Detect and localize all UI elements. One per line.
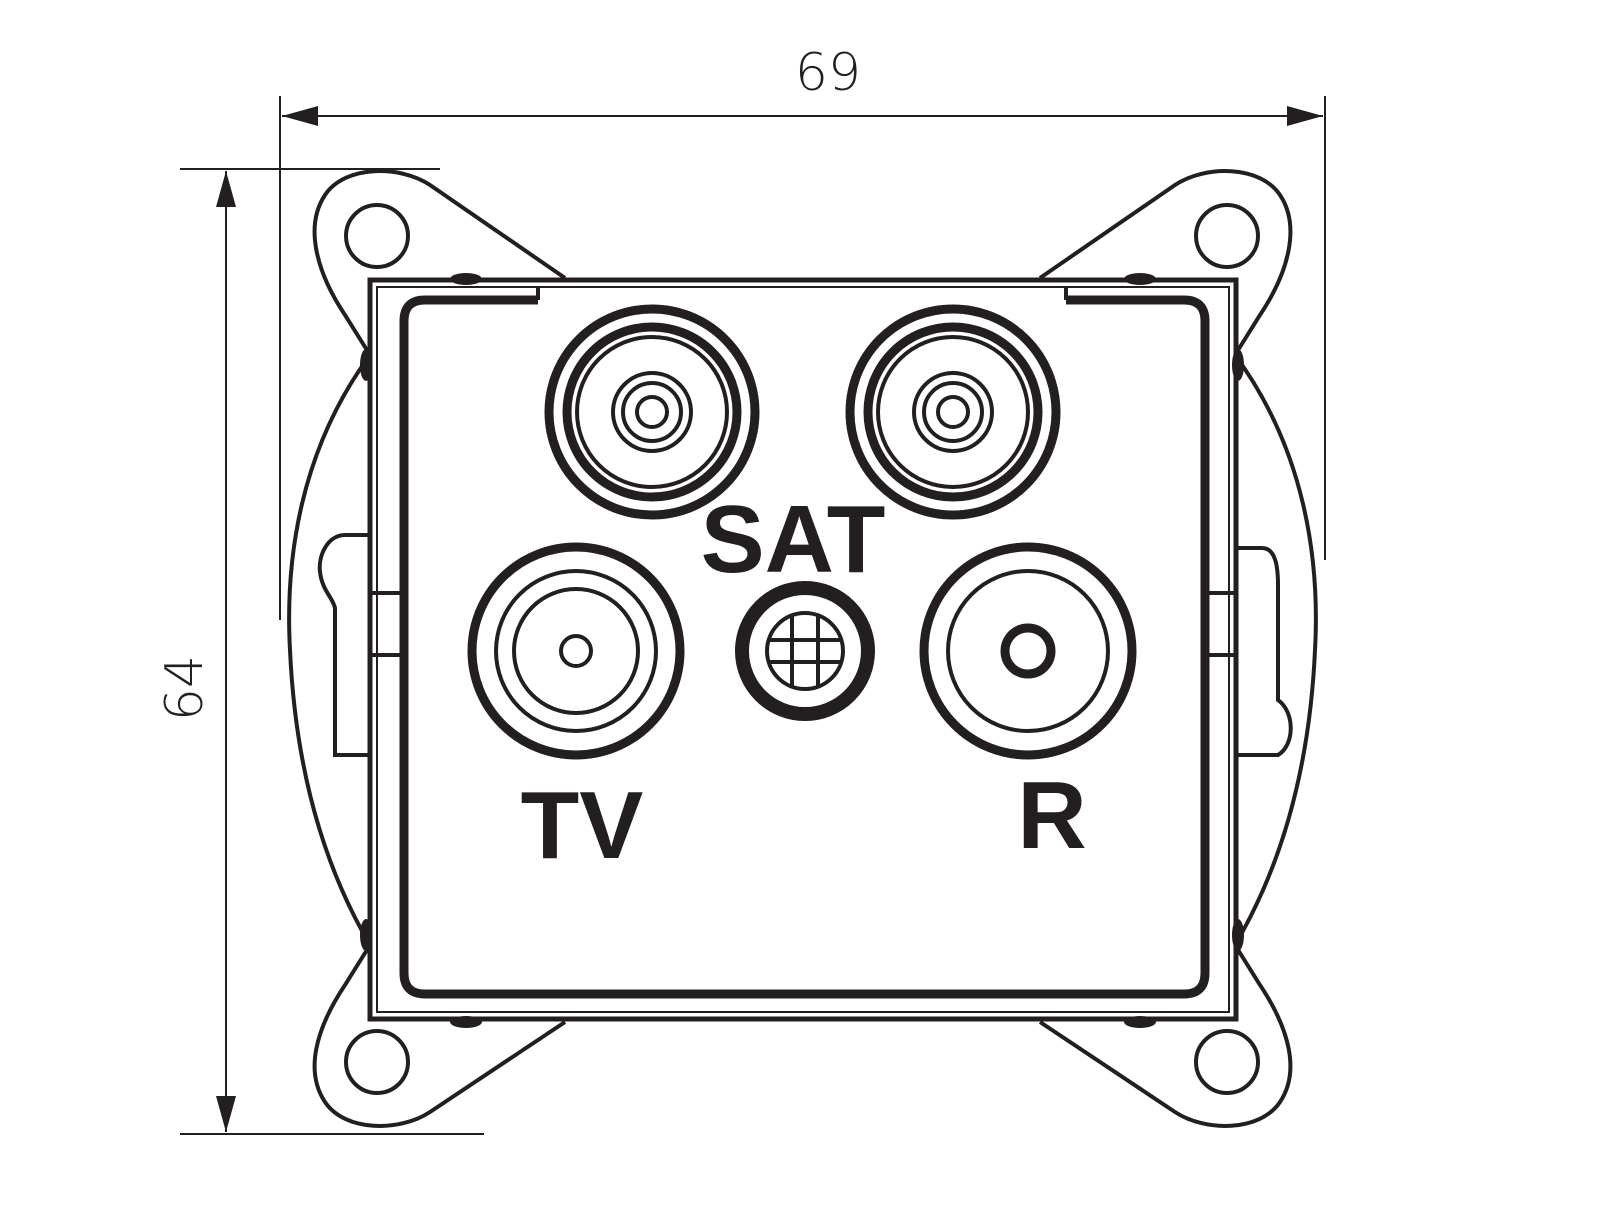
face-plate-inner xyxy=(399,295,1210,999)
sat-connector-right-ring xyxy=(863,322,1043,502)
width-arrow-left xyxy=(282,106,318,126)
frame-arc-left xyxy=(287,353,372,947)
face-plate-bevel xyxy=(376,286,1230,1013)
center-indicator xyxy=(735,581,875,721)
sat-connector-left-ring-inner xyxy=(575,335,729,489)
screw-hole-top-right xyxy=(1194,203,1260,269)
tv-connector-outer xyxy=(467,542,685,760)
tv-connector xyxy=(467,542,685,760)
tv-label: TV xyxy=(521,772,644,879)
face-plate-outer xyxy=(367,277,1239,1022)
sat-connector-right-ring-inner xyxy=(876,335,1030,489)
frame-ear-top-left xyxy=(312,169,567,357)
sat-connector-left-nut xyxy=(611,371,693,453)
r-label: R xyxy=(1017,762,1086,869)
height-arrow-top xyxy=(216,171,236,207)
sat-connector-left xyxy=(544,304,760,520)
frame-clip-left xyxy=(317,533,368,757)
r-connector-socket xyxy=(946,569,1110,733)
center-indicator-lens xyxy=(765,611,845,691)
width-label: 69 xyxy=(795,43,861,103)
face-plate xyxy=(367,277,1239,1022)
screw-hole-top-left xyxy=(344,203,410,269)
sat-connector-left-outer xyxy=(544,304,760,520)
frame-ear-bottom-left xyxy=(312,943,567,1128)
width-arrow-right xyxy=(1287,106,1323,126)
r-connector-pin xyxy=(1000,623,1056,679)
sat-connector-right xyxy=(845,304,1061,520)
tv-connector-ring xyxy=(494,569,658,733)
r-connector-outer xyxy=(919,542,1137,760)
sat-connector-right-nut-inner xyxy=(922,381,984,443)
screw-hole-bottom-left xyxy=(344,1029,410,1095)
height-arrow-bottom xyxy=(216,1096,236,1132)
center-indicator-ring xyxy=(735,581,875,721)
width-dimension: 69 xyxy=(279,43,1326,620)
sat-connector-left-nut-inner xyxy=(621,381,683,443)
sat-connector-right-pin xyxy=(936,395,970,429)
tv-connector-socket xyxy=(512,587,640,715)
height-dimension: 64 xyxy=(155,168,484,1135)
height-label: 64 xyxy=(155,655,215,721)
tv-connector-pin xyxy=(559,634,593,668)
sat-connector-right-nut xyxy=(912,371,994,453)
sat-connector-left-ring xyxy=(562,322,742,502)
sat-connector-right-outer xyxy=(845,304,1061,520)
sat-label: SAT xyxy=(701,486,886,593)
screw-hole-bottom-right xyxy=(1194,1029,1260,1095)
frame-clip-right xyxy=(1237,546,1293,757)
r-connector xyxy=(919,542,1137,760)
frame-arc-right xyxy=(1233,353,1318,947)
frame-ear-top-right xyxy=(1038,169,1293,357)
mounting-frame xyxy=(287,169,1318,1128)
frame-ear-bottom-right xyxy=(1038,943,1293,1128)
sat-connector-left-pin xyxy=(635,395,669,429)
